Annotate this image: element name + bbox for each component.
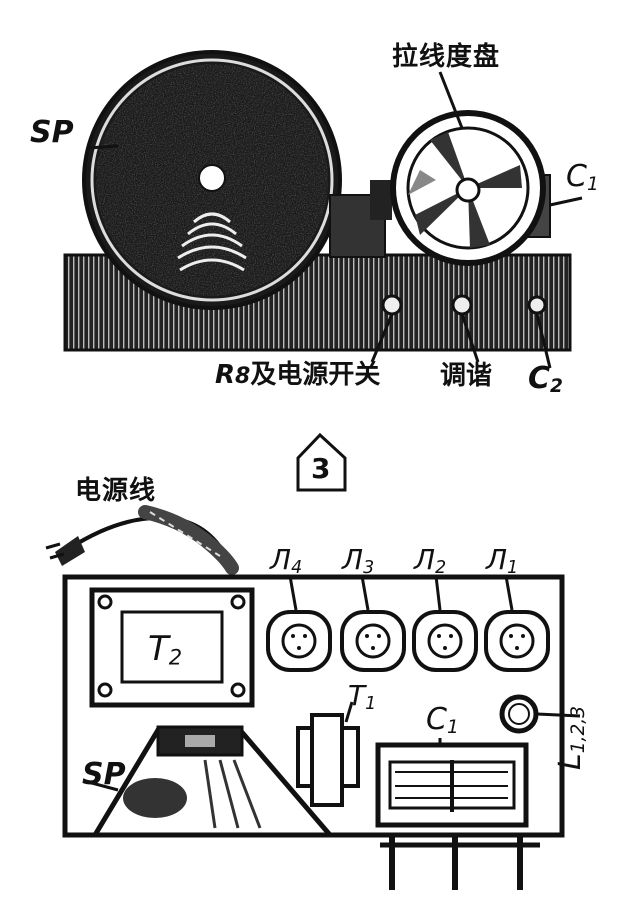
bottom-capacitor-sub: 1: [446, 717, 459, 739]
bottom-speaker: [87, 725, 336, 838]
t1-letter: T: [348, 679, 366, 712]
dial-wheel: [390, 110, 546, 266]
transformer-t1: [296, 701, 360, 807]
top-capacitor-sub: 1: [586, 174, 599, 196]
transformer-t2: [89, 587, 255, 708]
t2-sub: 2: [168, 644, 183, 670]
c2-letter: C: [528, 361, 551, 396]
c2-label: C2: [528, 364, 563, 397]
tube-label-1: Л1: [486, 546, 518, 577]
t1-label: T1: [348, 682, 376, 713]
bottom-capacitor-letter: C: [426, 702, 447, 737]
bottom-capacitor-label: C1: [426, 705, 459, 738]
tube-label-4: Л4: [270, 546, 302, 577]
figure-number-frame: [296, 432, 347, 492]
tuning-knob: [451, 294, 473, 316]
tube-letter-2: Л: [414, 543, 436, 576]
tuning-label: 调谐: [440, 361, 493, 391]
socket-pins: [291, 634, 525, 650]
tube-leaders: [288, 575, 514, 611]
top-leaders: [87, 71, 583, 369]
tube-sockets: [266, 610, 550, 672]
bottom-view: [45, 505, 581, 890]
top-speaker-label: SP: [30, 115, 74, 150]
coil-label: L1,2,3: [553, 705, 590, 770]
tube-sub-3: 3: [363, 557, 375, 578]
coil-sub: 1,2,3: [568, 705, 590, 754]
top-capacitor-letter: C: [566, 159, 587, 194]
t1-sub: 1: [365, 693, 377, 714]
tube-letter-1: Л: [486, 543, 508, 576]
switch-knob: [381, 294, 403, 316]
tube-sub-2: 2: [435, 557, 447, 578]
tube-sub-1: 1: [507, 557, 519, 578]
capacitor-c1: [375, 738, 529, 828]
tube-letter-4: Л: [270, 543, 292, 576]
t2-label: T2: [148, 632, 182, 668]
coil-l123: [499, 694, 581, 734]
power-cord-label: 电源线: [75, 476, 157, 506]
switch-label-text: 及电源开关: [250, 360, 381, 390]
top-speaker: [82, 50, 342, 310]
top-view: [63, 50, 583, 369]
switch-label-letter: R: [215, 360, 236, 390]
switch-label-sub: 8: [235, 364, 251, 389]
tube-letter-3: Л: [342, 543, 364, 576]
chassis-legs: [380, 835, 540, 890]
power-cord: [45, 505, 239, 575]
bottom-speaker-label: SP: [82, 757, 126, 792]
tube-sub-4: 4: [291, 557, 303, 578]
switch-label: R8及电源开关: [215, 362, 380, 388]
c2-knob: [527, 295, 547, 315]
figure-number: 3: [311, 452, 331, 485]
tube-label-3: Л3: [342, 546, 374, 577]
tube-label-2: Л2: [414, 546, 446, 577]
coil-letter: L: [553, 753, 588, 770]
c2-sub: 2: [550, 376, 563, 398]
dial-label: 拉线度盘: [392, 42, 501, 72]
t2-letter: T: [148, 629, 169, 669]
top-capacitor-label: C1: [566, 162, 599, 195]
